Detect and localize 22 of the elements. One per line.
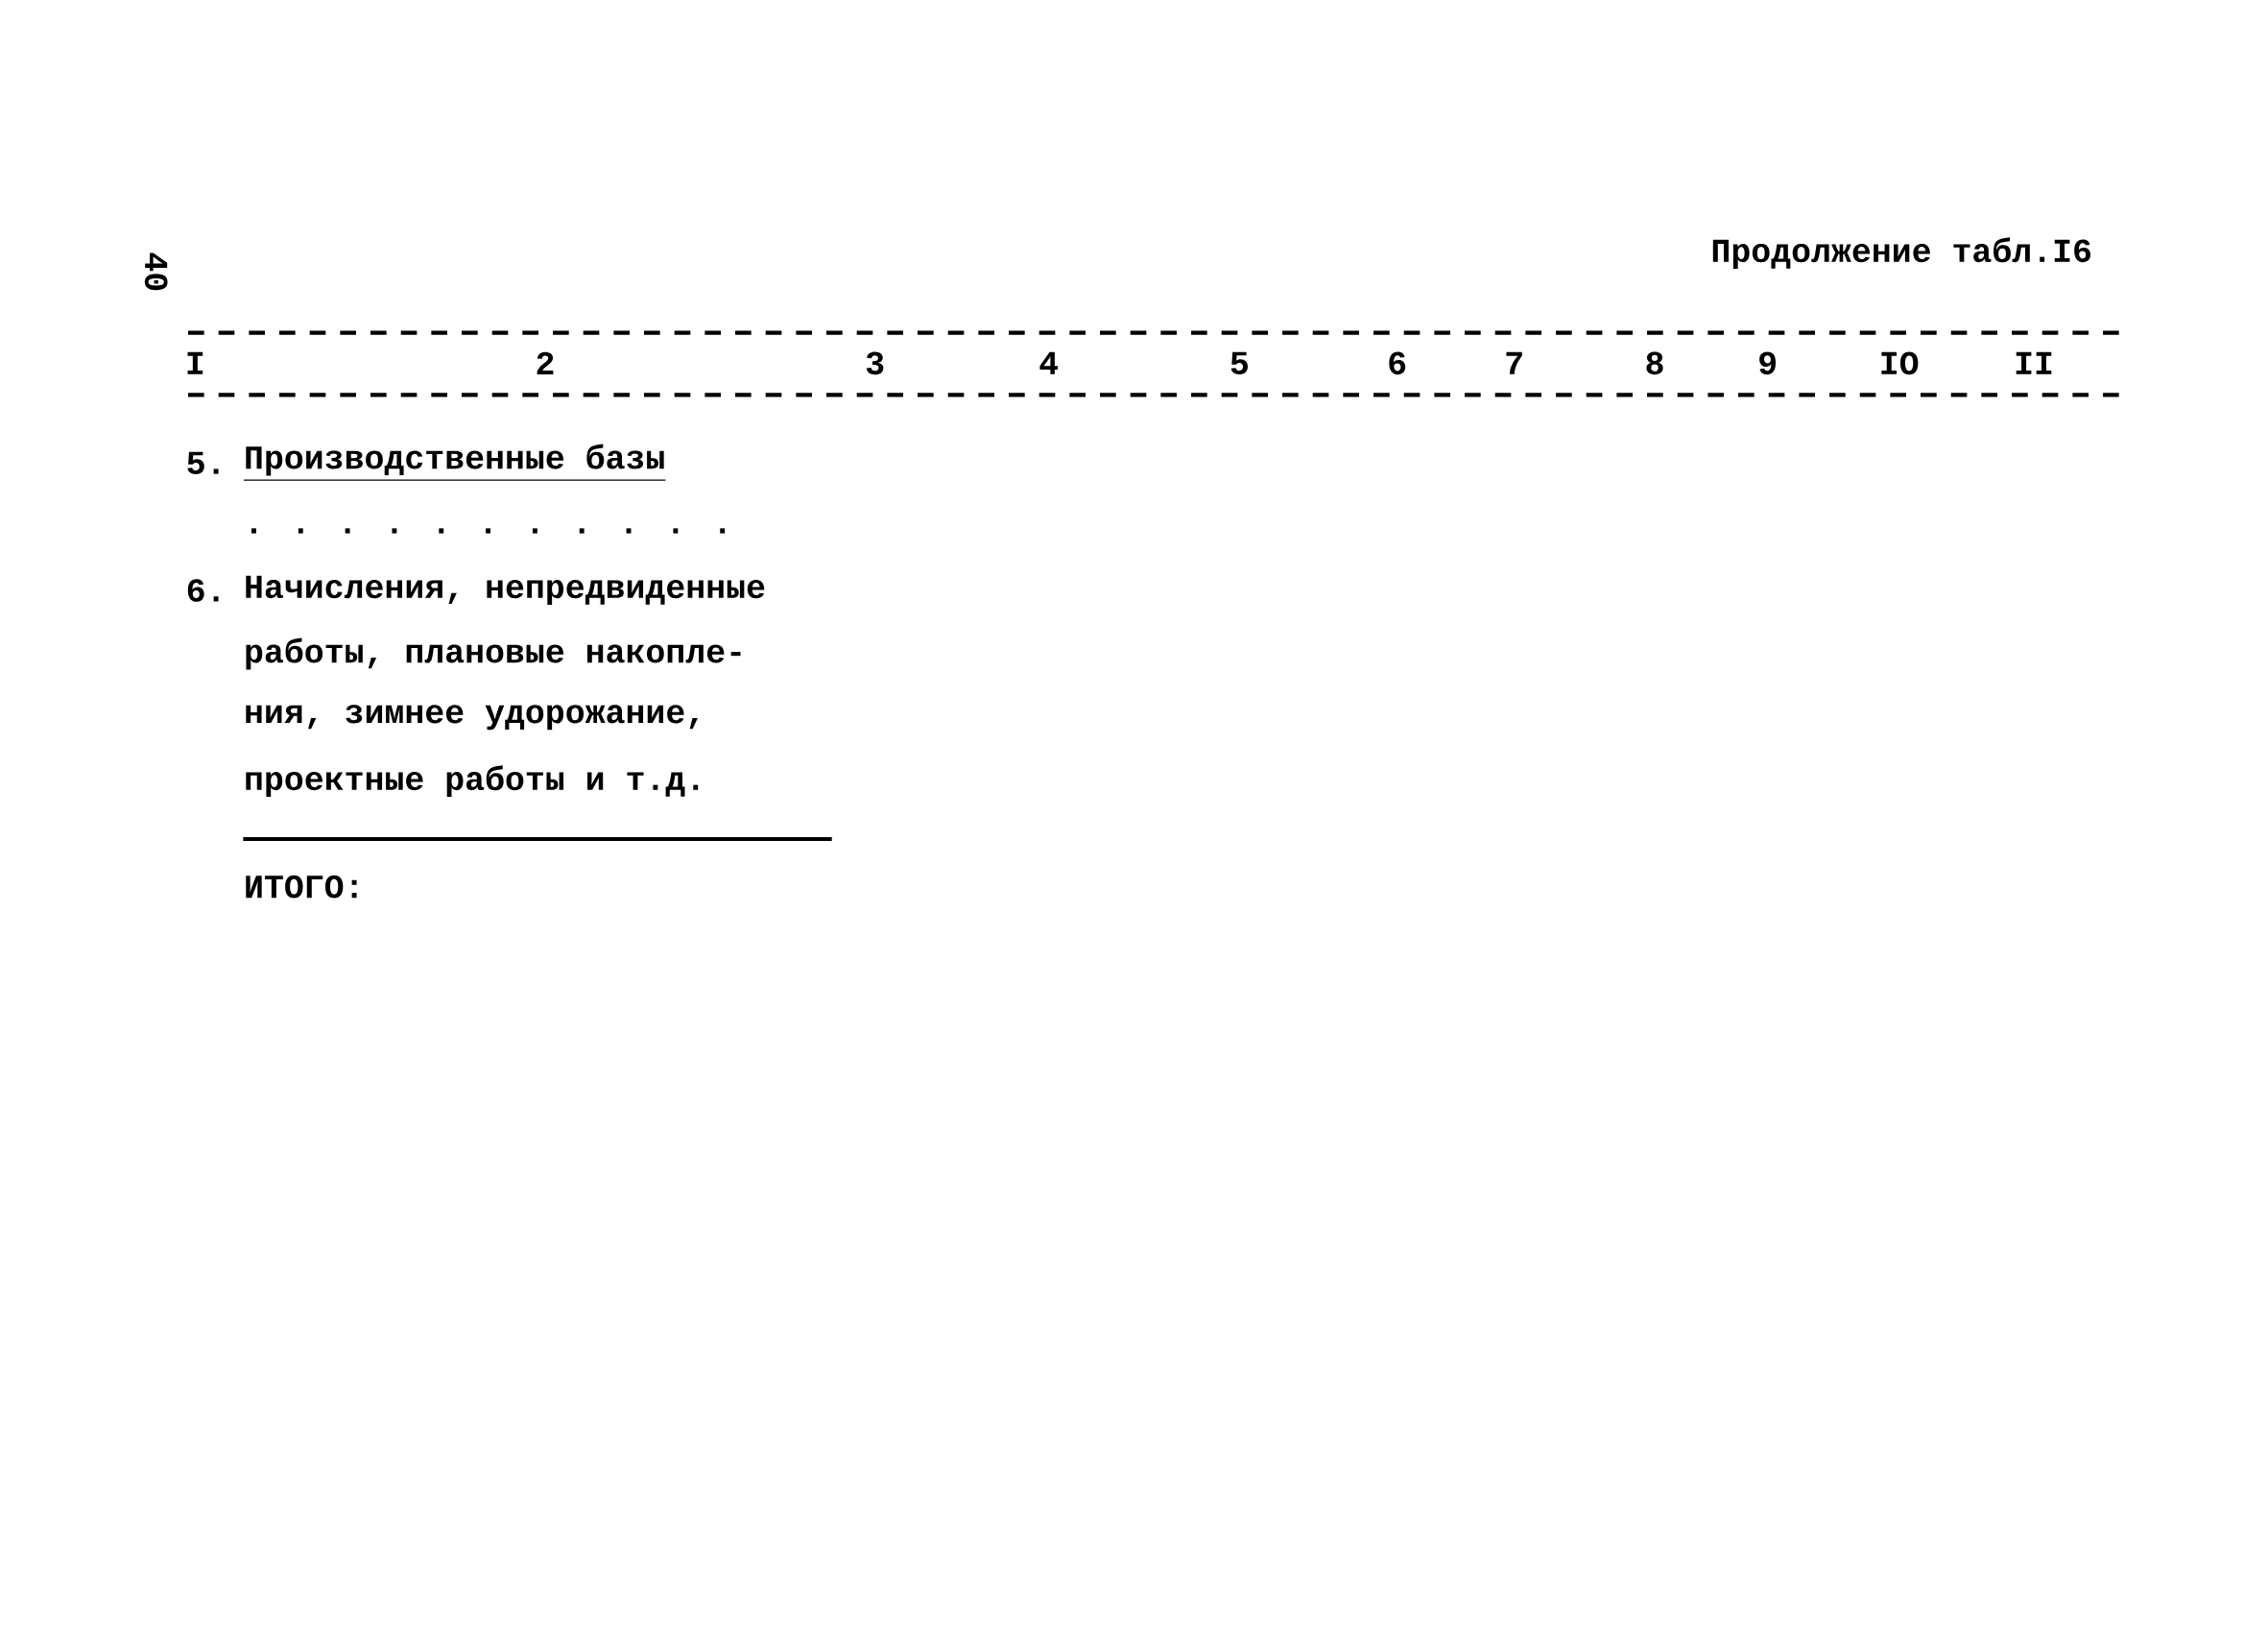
total-label: ИТОГО: [246,875,357,899]
row-text: работы, плановые накопле- [246,637,741,670]
item-number: 6. [187,579,219,602]
column-number: II [2016,351,2052,374]
page-number: 40 [144,252,168,291]
column-number: 2 [537,351,554,374]
row-text: ния, зимнее удорожание, [246,705,698,731]
ellipsis-dots: . . . . . . . . . . . [251,528,726,534]
column-number: 5 [1230,351,1248,374]
row-heading: Производственные базы [243,444,667,481]
column-number: I [187,351,203,374]
column-number: 6 [1389,351,1406,375]
column-number: 7 [1506,351,1522,374]
column-number: 4 [1039,351,1059,374]
column-number: 9 [1759,351,1777,375]
column-number: 8 [1646,351,1663,375]
column-number: IO [1881,351,1919,375]
row-text: проектные работы и т.д. [246,765,699,798]
column-number: 3 [866,351,884,375]
item-number: 5. [187,451,219,474]
table-heading: Продолжение табл.I6 [1712,237,2090,270]
row-text: Начисления, непредвиденные [246,575,765,606]
